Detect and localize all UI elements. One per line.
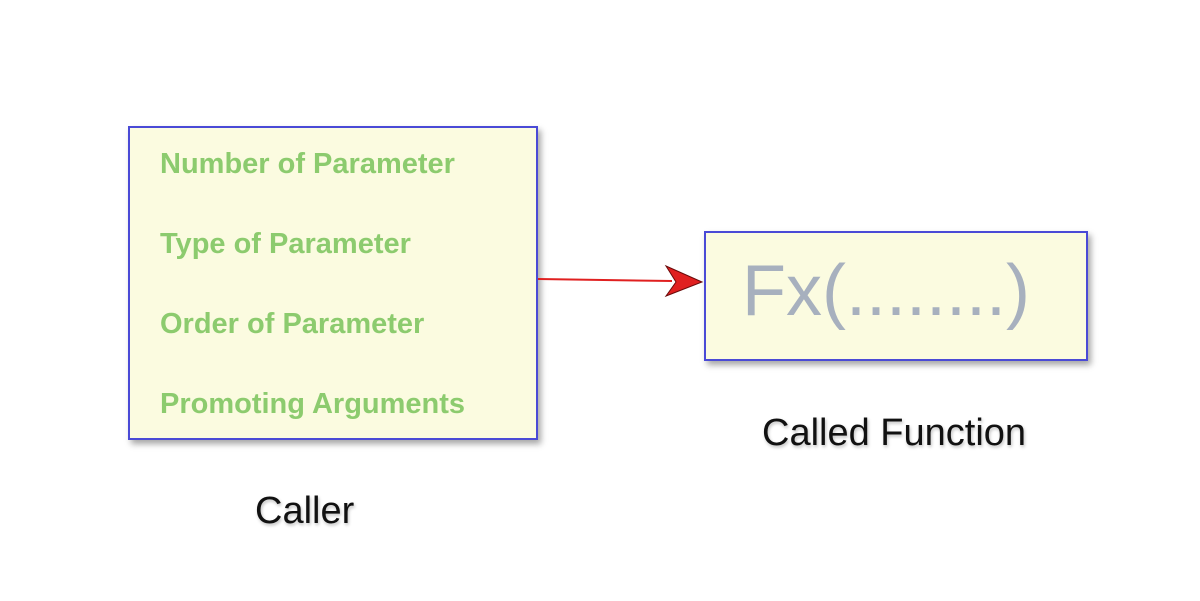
caller-item-promoting-arguments: Promoting Arguments [160, 388, 466, 420]
called-function-label: Called Function [762, 412, 1027, 454]
caller-item-number-of-parameter: Number of Parameter [160, 148, 455, 180]
called-function-box: Fx(........) [704, 231, 1088, 361]
caller-item-type-of-parameter: Type of Parameter [160, 228, 411, 260]
caller-item-order-of-parameter: Order of Parameter [160, 308, 425, 340]
call-arrow-line [537, 278, 673, 282]
call-arrow-head [664, 264, 704, 298]
caller-label: Caller [255, 490, 355, 532]
function-signature: Fx(........) [742, 251, 1030, 331]
caller-box: Number of Parameter Type of Parameter Or… [128, 126, 538, 440]
